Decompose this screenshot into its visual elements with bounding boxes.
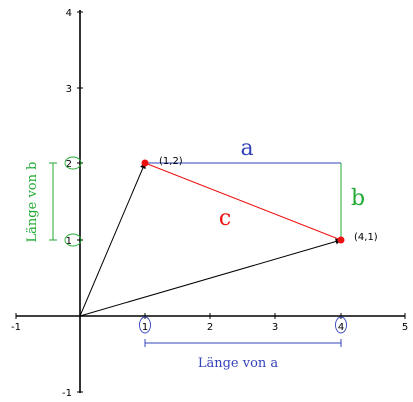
- side-b-label: b: [351, 186, 365, 211]
- side-a-label: a: [240, 136, 253, 161]
- point-2-label: (4,1): [354, 232, 378, 243]
- side-c-label: c: [219, 206, 231, 231]
- x-tick-label: 4: [338, 322, 344, 333]
- vector-origin-to-p2: [79, 238, 342, 317]
- y-tick-label: 3: [66, 84, 72, 95]
- point-2: [337, 236, 345, 244]
- x-tick-label: 2: [207, 322, 213, 333]
- length-a-label: Länge von a: [198, 356, 279, 371]
- x-tick-label: -1: [11, 322, 21, 333]
- x-tick-4-circle: [335, 316, 347, 334]
- y-tick-label: 1: [66, 236, 72, 247]
- x-tick-label: 5: [402, 322, 408, 333]
- length-b-label: Länge von b: [25, 162, 40, 243]
- y-ticks: [77, 11, 83, 393]
- y-tick-label: 2: [66, 159, 72, 170]
- point-1-label: (1,2): [159, 156, 183, 167]
- y-tick-label: -1: [62, 388, 72, 399]
- point-1: [141, 159, 149, 167]
- x-tick-label: 1: [142, 322, 148, 333]
- y-tick-1-circle: [64, 233, 82, 247]
- x-tick-1-circle: [139, 316, 151, 334]
- x-tick-label: 3: [272, 322, 278, 333]
- y-tick-labels: -1 1 2 3 4: [62, 8, 72, 399]
- side-c-line: [144, 162, 342, 241]
- y-tick-label: 4: [66, 8, 72, 19]
- x-tick-labels: -1 1 2 3 4 5: [11, 322, 408, 333]
- x-ticks: [15, 313, 406, 319]
- vector-origin-to-p1: [79, 162, 146, 317]
- y-tick-2-circle: [64, 156, 82, 170]
